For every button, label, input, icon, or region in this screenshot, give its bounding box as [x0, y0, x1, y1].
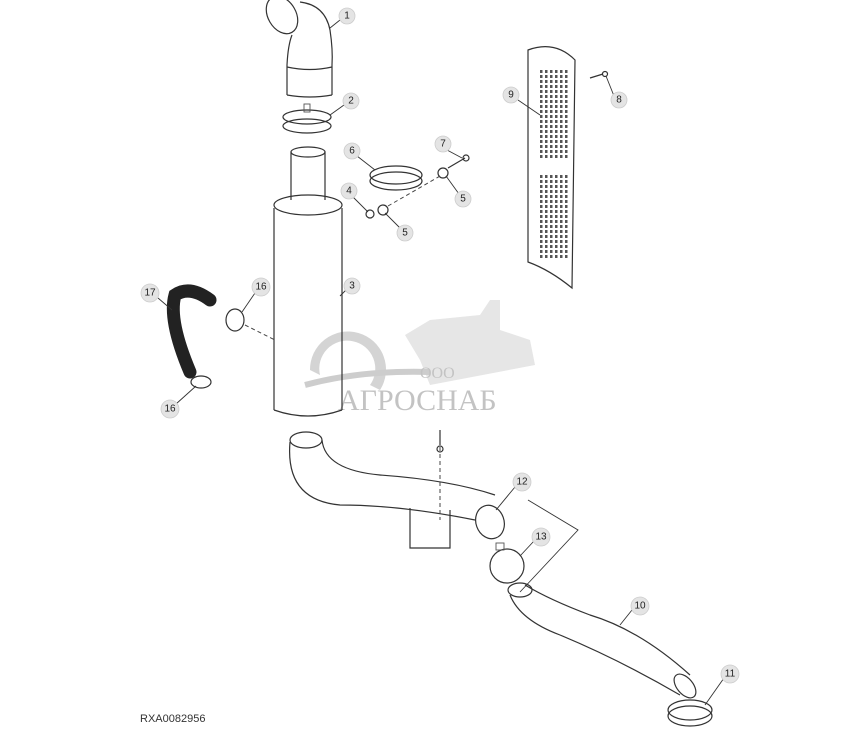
svg-text:4: 4	[346, 186, 352, 197]
callout-10: 10	[630, 596, 650, 616]
callout-16b: 16	[160, 399, 180, 419]
callout-8: 8	[610, 91, 628, 109]
callout-12: 12	[512, 472, 532, 492]
part-hose	[166, 284, 276, 389]
svg-text:11: 11	[725, 669, 736, 680]
svg-text:5: 5	[460, 194, 466, 205]
svg-text:16: 16	[255, 282, 267, 293]
part-exhaust-elbow	[265, 0, 333, 98]
callout-3: 3	[343, 277, 361, 295]
callout-1: 1	[338, 7, 356, 25]
part-clamp-11	[667, 699, 713, 727]
part-band-clamp	[282, 103, 332, 134]
callout-11: 11	[720, 664, 740, 684]
callout-5a: 5	[396, 224, 414, 242]
svg-text:12: 12	[516, 477, 528, 488]
figure-reference-code: RXA0082956	[140, 713, 206, 725]
svg-text:16: 16	[164, 404, 176, 415]
callout-4: 4	[340, 182, 358, 200]
part-muffler	[273, 146, 343, 417]
watermark-name: АГРОСНАБ	[338, 384, 497, 417]
part-clamp-13	[489, 542, 525, 584]
leader-lines	[157, 19, 725, 706]
svg-text:2: 2	[348, 96, 354, 107]
callout-16a: 16	[251, 277, 271, 297]
svg-text:7: 7	[440, 139, 446, 150]
svg-text:13: 13	[535, 532, 547, 543]
part-strap-clamp	[365, 154, 470, 219]
svg-text:6: 6	[349, 146, 355, 157]
svg-text:17: 17	[144, 288, 156, 299]
part-exhaust-pipe-10	[507, 582, 697, 699]
svg-text:5: 5	[402, 228, 408, 239]
part-exhaust-pipe-12	[288, 430, 505, 549]
callout-2: 2	[342, 92, 360, 110]
watermark-prefix: ООО	[420, 365, 455, 382]
svg-text:10: 10	[634, 601, 646, 612]
callout-5b: 5	[454, 190, 472, 208]
callout-7: 7	[434, 135, 452, 153]
watermark-logo: ООО АГРОСНАБ	[304, 300, 535, 417]
callout-17: 17	[140, 283, 160, 303]
svg-text:9: 9	[508, 90, 514, 101]
part-heat-shield	[527, 46, 609, 290]
callout-13: 13	[531, 527, 551, 547]
svg-text:1: 1	[344, 11, 350, 22]
svg-text:8: 8	[616, 95, 622, 106]
svg-text:3: 3	[349, 281, 355, 292]
callout-6: 6	[343, 142, 361, 160]
callout-9: 9	[502, 86, 520, 104]
